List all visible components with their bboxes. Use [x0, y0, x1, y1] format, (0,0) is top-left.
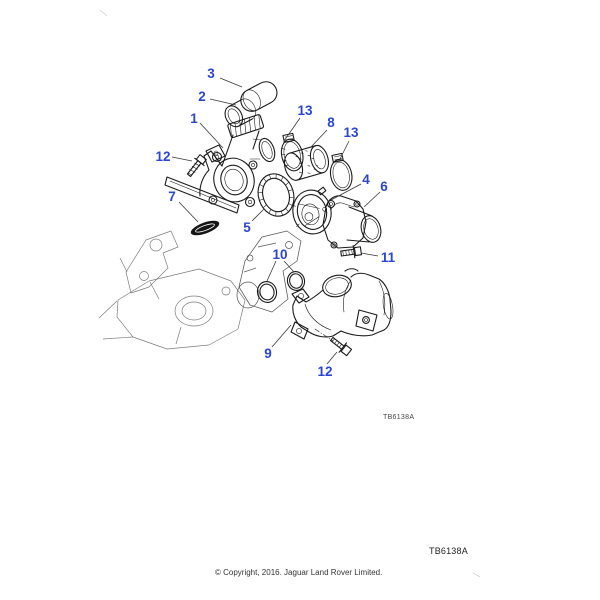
- callout-8: 8: [327, 115, 335, 130]
- part-13-hose-clamp-right: [329, 152, 353, 191]
- leader-line-10: [266, 260, 277, 282]
- assembly-axis-line: [314, 328, 334, 342]
- leader-line-2: [209, 98, 237, 106]
- leader-line-7: [178, 201, 199, 223]
- leader-line-5: [251, 208, 265, 222]
- engine-block-outline: [98, 230, 246, 350]
- leader-line-6: [363, 191, 381, 208]
- leader-line-12: [171, 156, 193, 162]
- callout-1: 1: [190, 111, 198, 126]
- leader-line-13: [339, 140, 350, 160]
- part-2-seal-ring: [224, 98, 257, 128]
- callout-7: 7: [168, 189, 176, 204]
- part-9-outlet-elbow-pipe: [290, 268, 394, 340]
- part-8-connector-sleeve: [283, 144, 330, 181]
- callout-11: 11: [381, 250, 396, 265]
- callout-3: 3: [207, 66, 215, 81]
- part-5-seal-large: [257, 173, 295, 217]
- callout-12: 12: [155, 149, 170, 164]
- figure-code-footer: TB6138A: [429, 546, 468, 556]
- leader-line-13: [283, 117, 301, 142]
- scan-artifact-top: [99, 9, 108, 17]
- callout-9: 9: [264, 346, 272, 361]
- callout-6: 6: [380, 179, 388, 194]
- leader-line-4: [330, 183, 362, 201]
- copyright-text: © Copyright, 2016. Jaguar Land Rover Lim…: [215, 568, 383, 577]
- leader-line-9: [271, 324, 292, 348]
- part-12-screw-upper: [186, 154, 207, 178]
- callout-13: 13: [343, 125, 359, 140]
- figure-code-inline: TB6138A: [383, 414, 415, 421]
- leader-line-10: [283, 260, 295, 273]
- leader-line-12: [326, 351, 338, 365]
- part-6-thermostat-cover: [322, 195, 382, 249]
- callout-2: 2: [198, 89, 206, 104]
- part-10-o-ring-left: [256, 281, 278, 303]
- part-4-thermostat: [291, 186, 332, 235]
- part-1-water-outlet-housing: [164, 114, 276, 214]
- scan-artifact-bottom: [472, 572, 481, 578]
- part-13-hose-clamp-left: [280, 132, 304, 172]
- leader-line-3: [219, 77, 243, 88]
- leader-line-1: [199, 122, 224, 149]
- part-7-gasket: [190, 220, 220, 236]
- part-12-bolt-lower: [329, 336, 353, 357]
- engine-front-cover-outline: [236, 230, 302, 313]
- part-11-bolt: [340, 245, 363, 259]
- leader-line-8: [310, 129, 328, 148]
- callout-13: 13: [297, 103, 313, 118]
- callout-4: 4: [362, 172, 370, 187]
- leader-line-11: [360, 252, 379, 257]
- callout-12: 12: [317, 364, 332, 379]
- callout-10: 10: [272, 247, 287, 262]
- part-3-cap: [240, 81, 278, 112]
- callout-5: 5: [243, 220, 251, 235]
